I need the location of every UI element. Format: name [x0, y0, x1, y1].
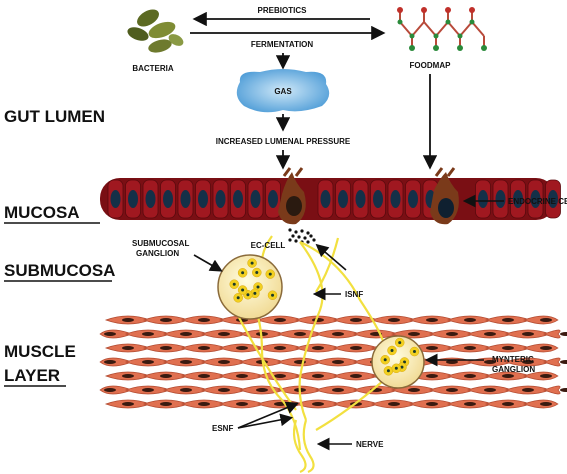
mynteric-ganglion: [371, 335, 425, 389]
layer-mucosa: MUCOSA: [4, 203, 80, 222]
fermentation-label: FERMENTATION: [251, 40, 314, 49]
ec-cell-granules: [288, 228, 316, 244]
layer-muscle-line2: LAYER: [4, 366, 60, 385]
prebiotics-arrow: [190, 11, 386, 41]
layer-gut-lumen: GUT LUMEN: [4, 107, 105, 126]
mynteric-ganglion-label-1: MYNTERIC: [492, 355, 534, 364]
mucosa-epithelium: [100, 178, 561, 220]
esnf-pointer-2: [237, 413, 294, 429]
submucosal-pointer: [193, 254, 223, 272]
prebiotics-label: PREBIOTICS: [258, 6, 308, 15]
submucosal-ganglion-label-2: GANGLION: [136, 249, 179, 258]
isnf-label: ISNF: [345, 290, 363, 299]
bacteria-label: BACTERIA: [132, 64, 174, 73]
foodmap-molecule-icon: [397, 7, 487, 51]
gas-label: GAS: [274, 87, 292, 96]
submucosal-ganglion: [217, 254, 283, 320]
ec-cell-label: EC-CELL: [251, 241, 286, 250]
esnf-label: ESNF: [212, 424, 233, 433]
gas-cloud-icon: [236, 69, 330, 113]
ec-cell-shape: [278, 167, 306, 225]
endocrine-cell-shape: [430, 167, 459, 225]
increased-pressure-label: INCREASED LUMENAL PRESSURE: [216, 137, 351, 146]
layer-submucosa: SUBMUCOSA: [4, 261, 115, 280]
nerve-label: NERVE: [356, 440, 384, 449]
isnf-pointer-upper: [315, 243, 347, 271]
endocrine-cell-label: ENDOCRINE CELL: [508, 197, 567, 206]
esnf-pointer-1: [237, 401, 299, 429]
foodmap-label: FOODMAP: [410, 61, 452, 70]
mynteric-ganglion-label-2: GANGLION: [492, 365, 535, 374]
layer-muscle-line1: MUSCLE: [4, 342, 76, 361]
bacteria-icon: [127, 9, 184, 53]
submucosal-ganglion-label-1: SUBMUCOSAL: [132, 239, 189, 248]
